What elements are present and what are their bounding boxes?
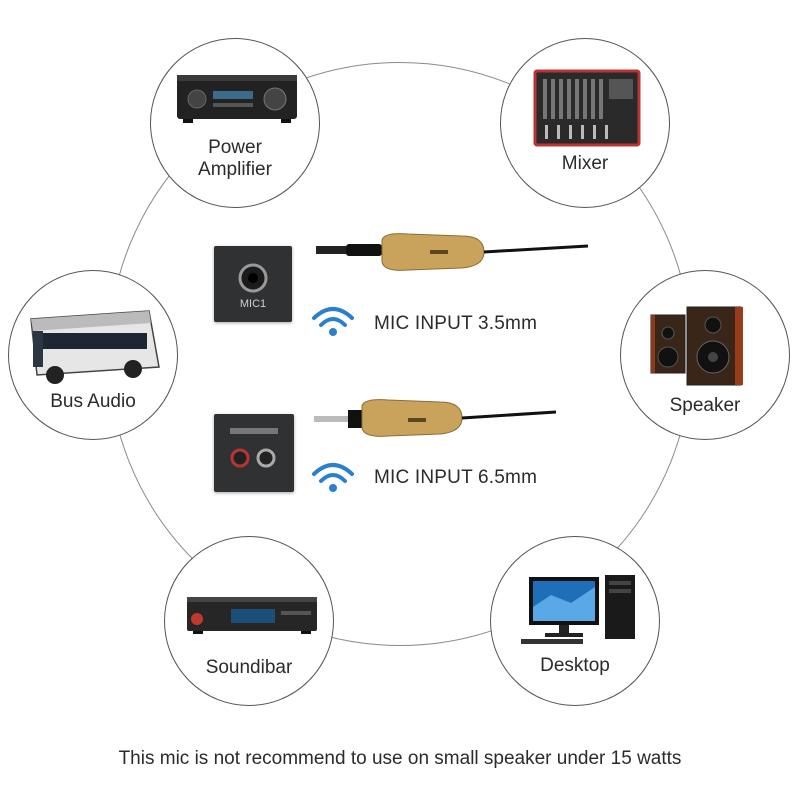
power-amplifier-node: Power Amplifier bbox=[150, 38, 320, 208]
receiver-6-5mm-icon bbox=[314, 399, 557, 437]
bus-icon bbox=[30, 310, 160, 384]
jack-socket-icon bbox=[238, 263, 268, 293]
mic1-jack-label: MIC1 bbox=[239, 298, 267, 310]
mic-input-3-5mm-text: MIC INPUT 3.5mm bbox=[374, 313, 538, 334]
speaker-node: Speaker bbox=[620, 270, 790, 440]
mic-6-5mm-panel bbox=[214, 414, 294, 492]
speaker-icon bbox=[650, 306, 743, 386]
wireless-icon bbox=[312, 307, 354, 336]
soundbar-icon bbox=[187, 597, 317, 634]
soundbar-label: Soundibar bbox=[205, 657, 293, 678]
desktop-node: Desktop bbox=[490, 536, 660, 706]
wireless-icon bbox=[312, 463, 354, 492]
speaker-label: Speaker bbox=[669, 395, 741, 416]
mic1-jack-panel: MIC1 bbox=[214, 246, 292, 322]
bus-audio-node: Bus Audio bbox=[8, 270, 178, 440]
soundbar-node: Soundibar bbox=[164, 536, 334, 706]
receiver-3-5mm-icon bbox=[316, 233, 589, 271]
mixer-node: Mixer bbox=[500, 38, 670, 208]
power-amplifier-icon bbox=[177, 75, 297, 123]
desktop-label: Desktop bbox=[540, 655, 610, 676]
rca-jacks-icon bbox=[230, 428, 278, 468]
mixer-label: Mixer bbox=[561, 153, 609, 174]
mic-input-6-5mm-text: MIC INPUT 6.5mm bbox=[374, 467, 538, 488]
bus-audio-label: Bus Audio bbox=[50, 391, 136, 412]
mixer-icon bbox=[533, 69, 641, 147]
footer-warning: This mic is not recommend to use on smal… bbox=[118, 748, 682, 769]
power-amplifier-label: Power Amplifier bbox=[198, 137, 272, 180]
desktop-icon bbox=[521, 575, 635, 644]
